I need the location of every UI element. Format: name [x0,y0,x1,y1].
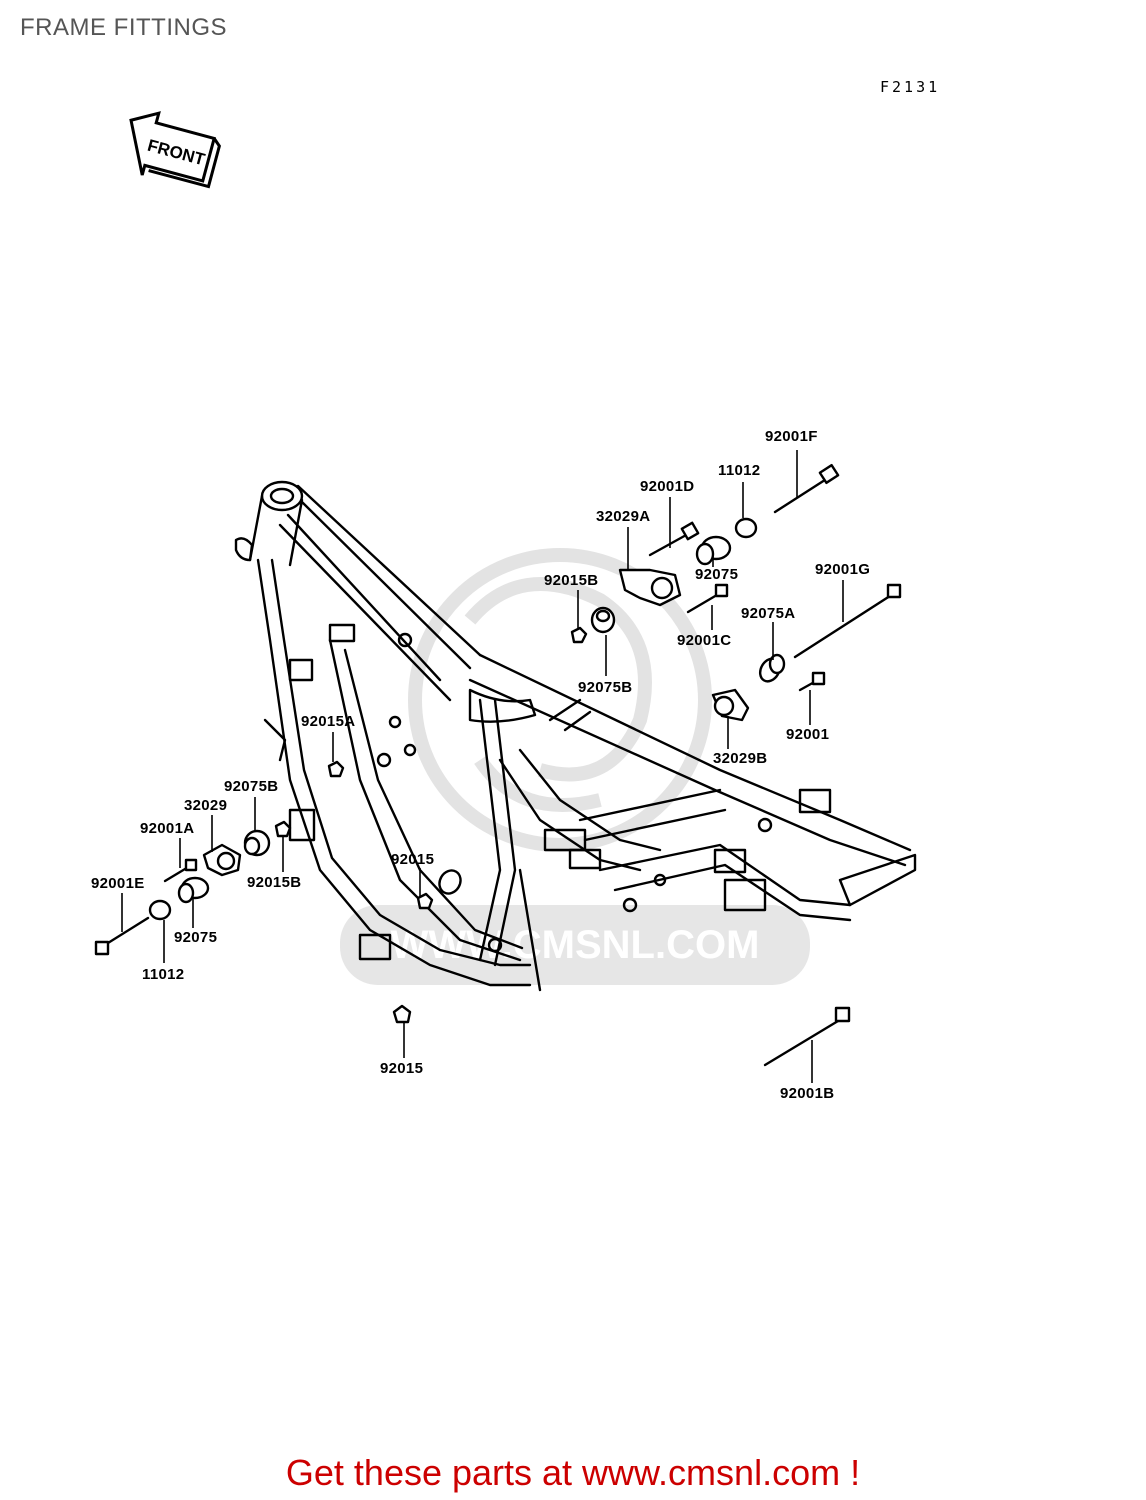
part-label-92075B-left: 92075B [224,778,279,795]
page-title: FRAME FITTINGS [20,14,227,41]
frame-diagram: WWW.CMSNL.COM FRONT [94,111,917,1083]
part-label-92001F: 92001F [765,428,818,445]
part-label-92001A: 92001A [140,820,195,837]
part-label-92075B-top: 92075B [578,679,633,696]
diagram-code: F2131 [880,78,941,96]
part-label-92075-left: 92075 [174,929,218,946]
part-label-11012-left: 11012 [142,966,185,983]
part-label-92001C: 92001C [677,632,732,649]
part-label-92015B-top: 92015B [544,572,599,589]
watermark-banner [340,905,810,985]
part-label-92015-mid: 92015 [391,851,435,868]
footer-cta-link[interactable]: Get these parts at www.cmsnl.com ! [285,1452,861,1493]
part-label-92015-bottom: 92015 [380,1060,424,1077]
part-label-92001E: 92001E [91,875,145,892]
part-label-92001G: 92001G [815,561,871,578]
watermark-text: WWW.CMSNL.COM [391,923,760,967]
part-label-92015B-left: 92015B [247,874,302,891]
part-label-32029A: 32029A [596,508,651,525]
part-label-92001: 92001 [786,726,830,743]
motorcycle-frame [234,480,917,992]
watermark-logo [408,548,712,852]
part-label-92015A: 92015A [301,713,356,730]
part-label-92001B: 92001B [780,1085,835,1102]
part-label-92001D: 92001D [640,478,695,495]
parts-art [94,463,902,1067]
leader-lines [121,450,844,1083]
part-label-32029: 32029 [184,797,228,814]
part-label-11012-top: 11012 [718,462,761,479]
front-arrow-icon: FRONT [129,111,221,189]
part-label-92075A: 92075A [741,605,796,622]
part-label-92075-top: 92075 [695,566,739,583]
part-label-32029B: 32029B [713,750,768,767]
